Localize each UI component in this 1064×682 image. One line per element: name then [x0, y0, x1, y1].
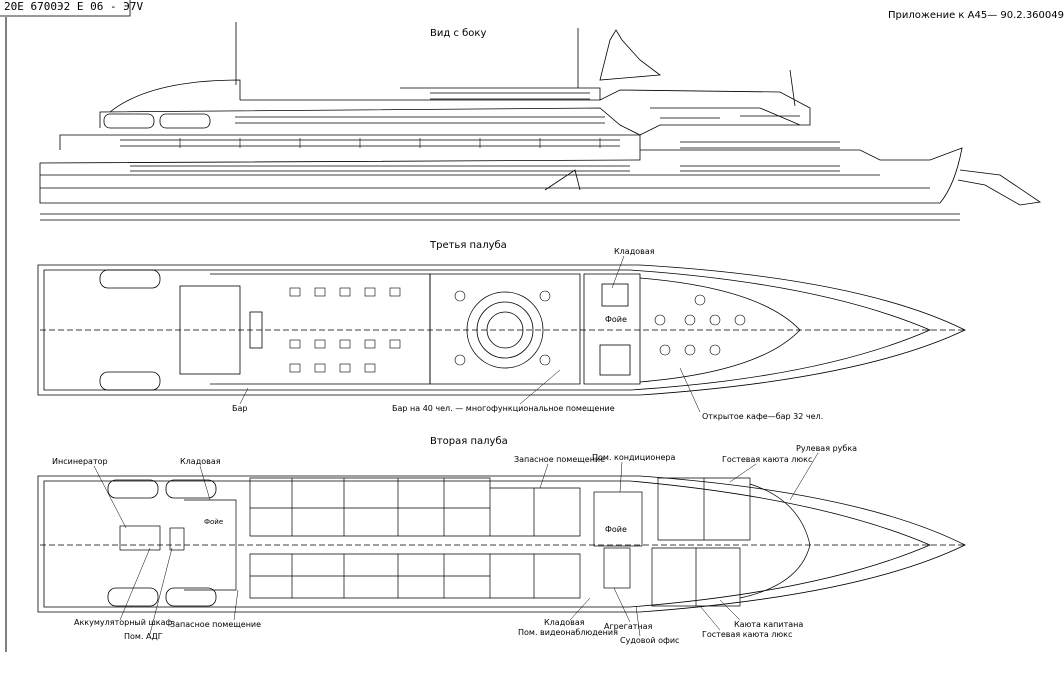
label-guest-lux-top: Гостевая каюта люкс: [722, 455, 812, 464]
label-foyer-3: Фойе: [605, 315, 627, 324]
label-wheelhouse: Рулевая рубка: [796, 444, 857, 453]
side-view-title: Вид с боку: [430, 28, 486, 39]
label-ac-room: Пом. кондиционера: [592, 453, 675, 462]
label-generator-room: Агрегатная: [604, 622, 653, 631]
second-deck-title: Вторая палуба: [430, 436, 508, 447]
label-spare-room-bottom: Запасное помещение: [170, 620, 261, 629]
second-deck-plan: Вторая палуба: [37, 436, 966, 645]
label-storage-2-aft: Кладовая: [180, 457, 221, 466]
label-bar-40: Бар на 40 чел. — многофункциональное пом…: [392, 404, 615, 413]
label-adg-room: Пом. АДГ: [124, 632, 163, 641]
label-ship-office: Судовой офис: [620, 636, 679, 645]
side-view: Вид с боку: [39, 22, 1042, 221]
third-deck-title: Третья палуба: [429, 240, 507, 251]
label-incinerator: Инсинератор: [52, 457, 108, 466]
document-stamp: 20Е 6700Э2 Е 06 - Э7V: [0, 0, 143, 17]
label-battery: Аккумуляторный шкаф: [74, 618, 173, 627]
label-foyer-2-aft: Фойе: [204, 518, 223, 526]
label-storage-2-mid: Кладовая: [544, 618, 585, 627]
label-foyer-2-mid: Фойе: [605, 525, 627, 534]
stamp-text: 20Е 6700Э2 Е 06 - Э7V: [4, 0, 143, 13]
document-reference: Приложение к А45— 90.2.360049.201: [888, 10, 1064, 21]
label-open-cafe: Открытое кафе—бар 32 чел.: [702, 412, 823, 421]
label-spare-room-top: Запасное помещение: [514, 455, 605, 464]
label-guest-lux-bottom: Гостевая каюта люкс: [702, 630, 792, 639]
label-storage-3: Кладовая: [614, 247, 655, 256]
label-bar: Бар: [232, 404, 247, 413]
label-captain-cabin: Каюта капитана: [734, 620, 803, 629]
label-video-room: Пом. видеонаблюдения: [518, 628, 618, 637]
third-deck-plan: Третья палуба: [37, 240, 966, 421]
